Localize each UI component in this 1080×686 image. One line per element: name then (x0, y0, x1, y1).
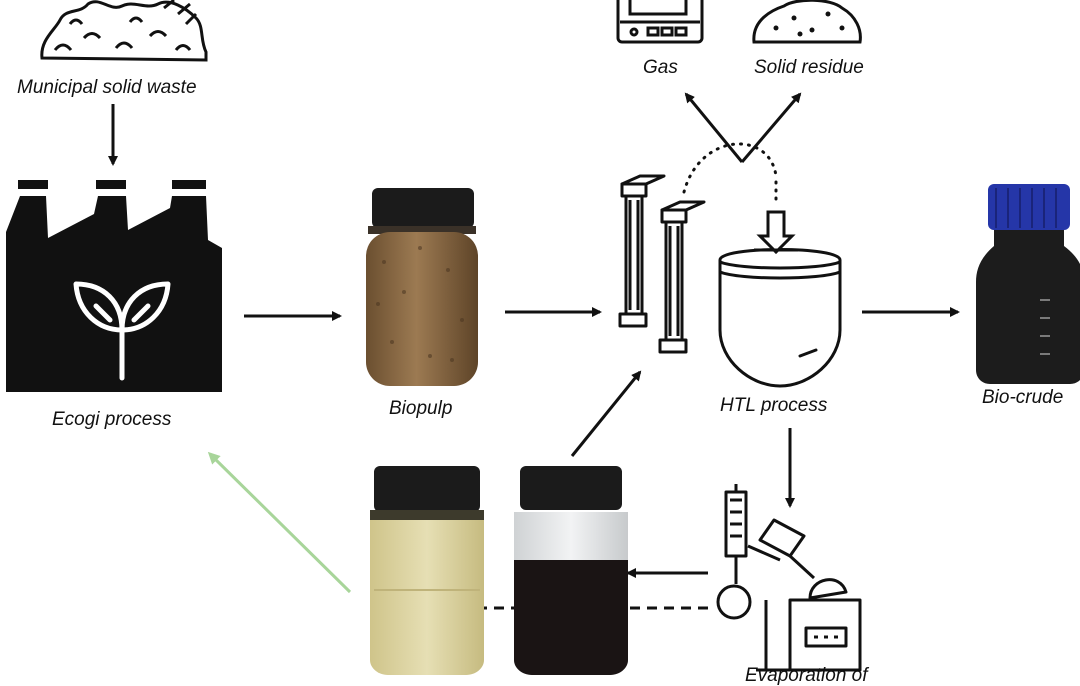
label-biopulp: Biopulp (389, 399, 452, 418)
htl-dotted-arc (684, 144, 776, 192)
rotary-evaporator-icon (718, 484, 860, 670)
gas-analyzer-icon (618, 0, 702, 42)
label-htl-process: HTL process (720, 396, 827, 415)
arrow-recycle-to-ecogi (210, 454, 350, 592)
bio-crude-bottle-icon (976, 184, 1080, 384)
htl-reactor-icon (720, 212, 840, 386)
waste-pile-icon (42, 0, 206, 60)
factory-leaf-icon (6, 180, 222, 392)
htl-columns-icon (620, 176, 704, 352)
label-bio-crude: Bio-crude (982, 388, 1063, 407)
arrow-aqueous-to-htl (572, 372, 640, 456)
dark-phase-jar-icon (514, 466, 628, 675)
label-gas: Gas (643, 58, 678, 77)
arrow-htl-to-products (686, 94, 800, 162)
solid-residue-icon (754, 0, 861, 42)
label-municipal-solid-waste: Municipal solid waste (17, 78, 197, 97)
label-evaporation: Evaporation of (745, 666, 868, 685)
aqueous-phase-jar-icon (370, 466, 484, 675)
label-ecogi-process: Ecogi process (52, 410, 171, 429)
label-solid-residue: Solid residue (754, 58, 864, 77)
biopulp-jar-icon (366, 188, 478, 386)
